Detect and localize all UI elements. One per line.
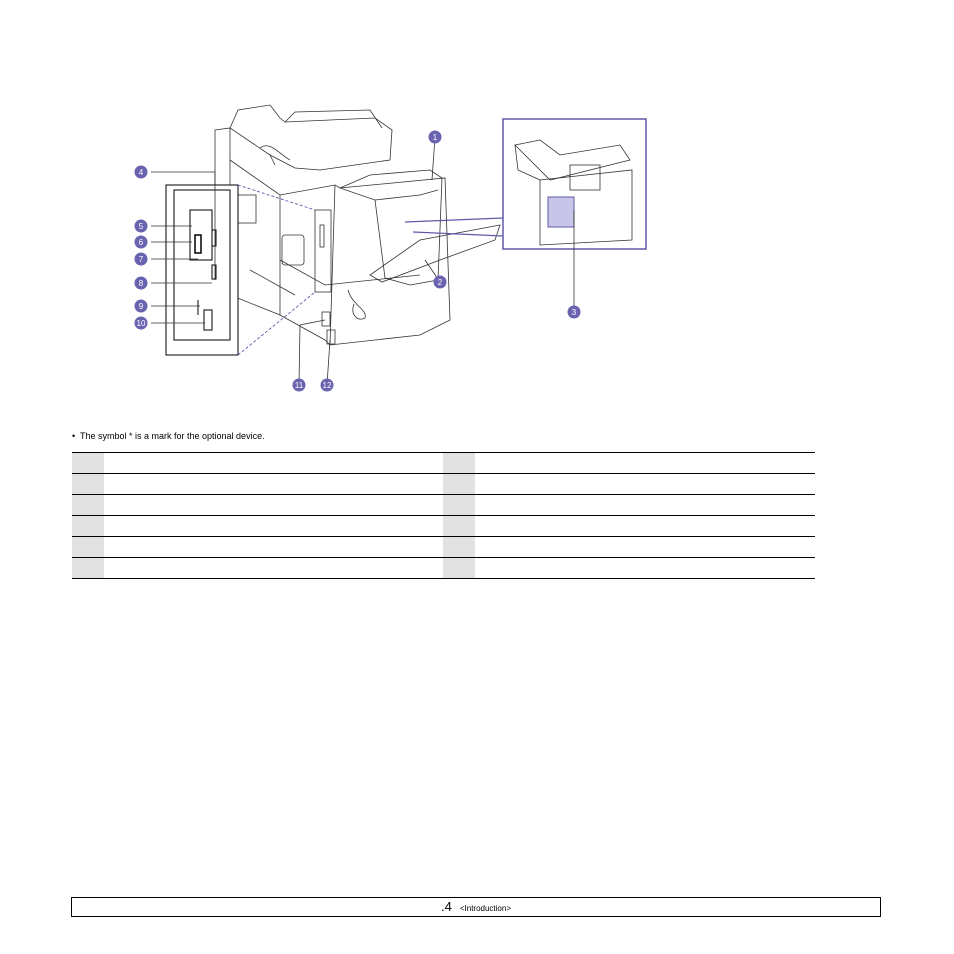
- legend-number-cell: [72, 494, 104, 516]
- legend-number-cell: [72, 515, 104, 537]
- legend-number-cell: [443, 452, 476, 474]
- legend-description-cell: [475, 515, 815, 537]
- legend-number-cell: [443, 473, 476, 495]
- legend-number-cell: [443, 557, 476, 579]
- control-panel-detail: [502, 118, 647, 250]
- callout-10: 10: [134, 316, 148, 330]
- callout-11: 11: [292, 378, 306, 392]
- legend-row: [72, 536, 815, 558]
- section-name: <Introduction>: [459, 904, 511, 913]
- callout-8: 8: [134, 276, 148, 290]
- callout-label: 6: [139, 238, 144, 247]
- legend-description-cell: [475, 536, 815, 558]
- legend-description-cell: [475, 473, 815, 495]
- output-tray: [369, 224, 501, 283]
- legend-row: [72, 473, 815, 495]
- legend-number-cell: [72, 473, 104, 495]
- legend-description-cell: [475, 452, 815, 474]
- scanner-adf: [229, 104, 393, 171]
- finisher-unit: [338, 169, 443, 286]
- callout-label: 11: [295, 381, 304, 390]
- callout-1: 1: [428, 130, 442, 144]
- legend-row: [72, 515, 815, 537]
- callout-label: 4: [139, 168, 144, 177]
- legend-number-cell: [72, 452, 104, 474]
- callout-label: 12: [323, 381, 332, 390]
- callout-5: 5: [134, 219, 148, 233]
- callout-label: 10: [137, 319, 146, 328]
- page-footer: .4 <Introduction>: [71, 897, 881, 917]
- legend-description-cell: [103, 452, 444, 474]
- callout-6: 6: [134, 235, 148, 249]
- callout-7: 7: [134, 252, 148, 266]
- rear-panel-inset: [165, 184, 239, 356]
- legend-table: [72, 452, 815, 579]
- callout-9: 9: [134, 299, 148, 313]
- callout-label: 9: [139, 302, 144, 311]
- legend-description-cell: [103, 557, 444, 579]
- callout-label: 1: [433, 133, 438, 142]
- legend-description-cell: [103, 473, 444, 495]
- rear-port-panel: [314, 209, 332, 293]
- callout-label: 2: [438, 278, 443, 287]
- legend-row: [72, 452, 815, 474]
- callout-3: 3: [567, 305, 581, 319]
- legend-number-cell: [443, 515, 476, 537]
- legend-row: [72, 557, 815, 579]
- callout-12: 12: [320, 378, 334, 392]
- legend-number-cell: [72, 557, 104, 579]
- callout-label: 5: [139, 222, 144, 231]
- printer-body: [214, 127, 451, 346]
- callout-label: 7: [139, 255, 144, 264]
- legend-description-cell: [103, 536, 444, 558]
- legend-number-cell: [443, 536, 476, 558]
- optional-device-note: • The symbol * is a mark for the optiona…: [72, 431, 265, 441]
- callout-4: 4: [134, 165, 148, 179]
- legend-description-cell: [475, 557, 815, 579]
- legend-number-cell: [443, 494, 476, 516]
- legend-row: [72, 494, 815, 516]
- legend-description-cell: [103, 494, 444, 516]
- callout-2: 2: [433, 275, 447, 289]
- page-number: .4: [441, 899, 452, 914]
- legend-number-cell: [72, 536, 104, 558]
- callout-label: 3: [572, 308, 577, 317]
- callout-label: 8: [139, 279, 144, 288]
- legend-description-cell: [475, 494, 815, 516]
- legend-description-cell: [103, 515, 444, 537]
